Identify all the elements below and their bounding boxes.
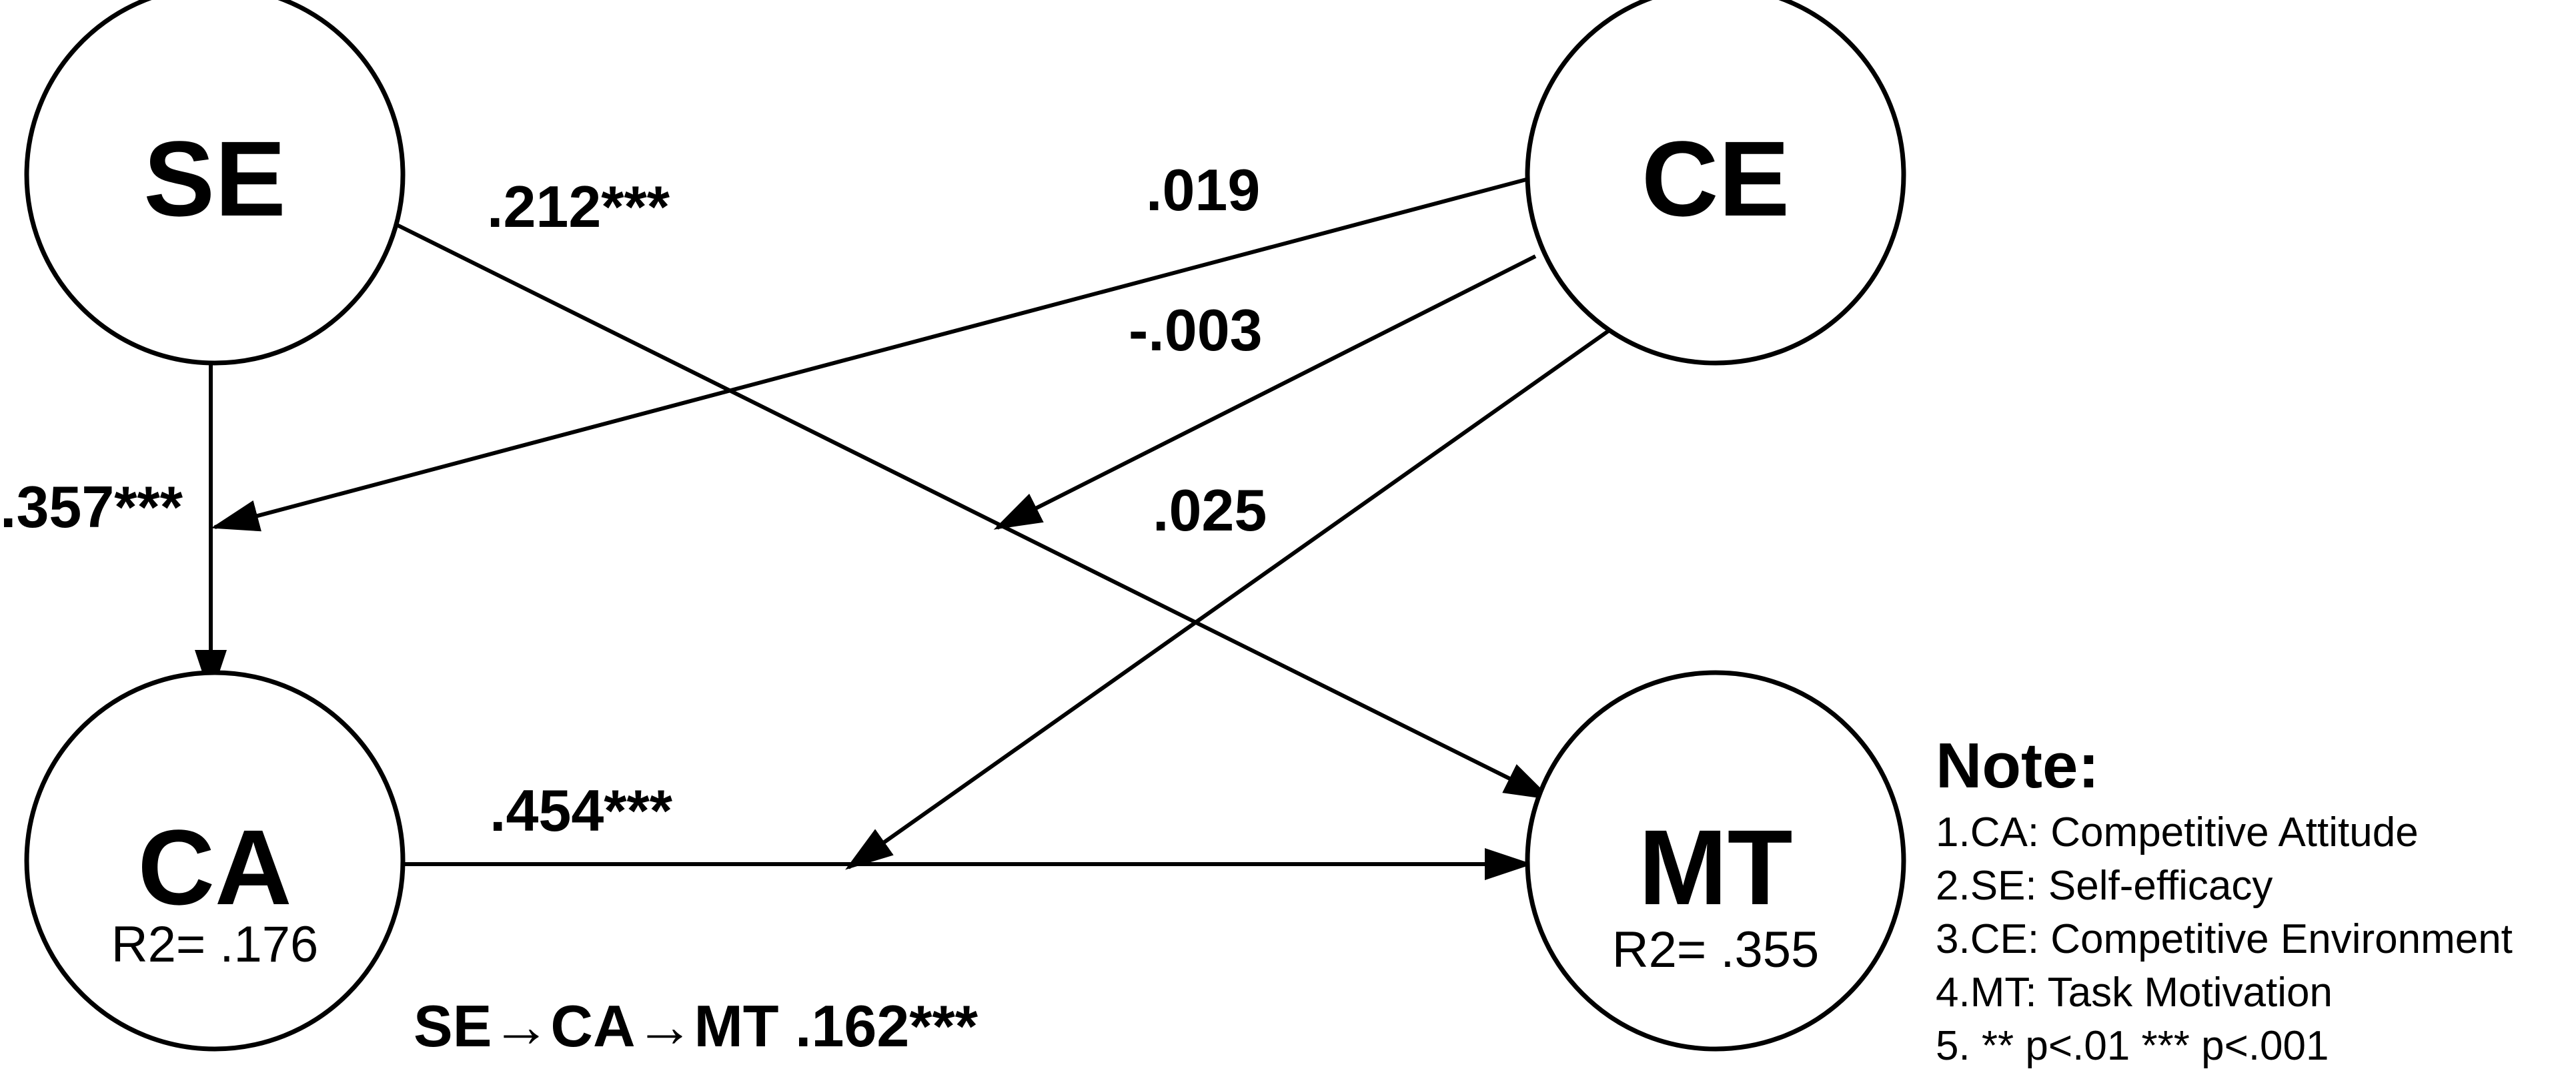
- note-item: 4.MT: Task Motivation: [1936, 970, 2333, 1016]
- arrow-ce-to-ca-mt-path: [845, 326, 1614, 870]
- note-item: 3.CE: Competitive Environment: [1936, 916, 2513, 962]
- note-item: 2.SE: Self-efficacy: [1936, 863, 2273, 909]
- node-ce-circle: [1525, 0, 1906, 366]
- node-ca-r2: R2= .176: [111, 916, 319, 973]
- coef-se-mt: .212***: [487, 173, 670, 240]
- note-box: Note: 1.CA: Competitive Attitude 2.SE: S…: [1936, 730, 2513, 1069]
- node-se-label: SE: [143, 119, 285, 238]
- node-mt-circle: [1525, 670, 1906, 1052]
- node-mt-label: MT: [1638, 807, 1792, 927]
- arrow-ce-to-se-mt-path: [993, 254, 1537, 530]
- mediation-effect: SE→CA→MT .162***: [414, 993, 979, 1059]
- note-item: 1.CA: Competitive Attitude: [1936, 809, 2419, 855]
- node-ce: CE: [1525, 0, 1906, 366]
- coef-ce-se-mt-path: -.003: [1129, 297, 1263, 363]
- arrow-ce-to-ca: [211, 177, 1529, 532]
- coef-ce-ca-mt-path: .025: [1153, 477, 1267, 543]
- node-se-circle: [24, 0, 406, 366]
- note-title: Note:: [1936, 730, 2099, 801]
- coef-ca-mt: .454***: [490, 777, 673, 843]
- arrow-se-to-mt: [396, 223, 1553, 800]
- note-item: 5. ** p<.01 *** p<.001: [1936, 1023, 2329, 1069]
- coef-se-ca: .357***: [0, 474, 183, 540]
- coef-ce-ca: .019: [1146, 157, 1260, 223]
- node-ca: CA R2= .176: [24, 670, 406, 1052]
- node-mt-r2: R2= .355: [1612, 922, 1820, 978]
- node-ce-label: CE: [1642, 119, 1790, 238]
- node-se: SE: [24, 0, 406, 366]
- node-ca-label: CA: [137, 807, 291, 927]
- node-mt: MT R2= .355: [1525, 670, 1906, 1052]
- node-ca-circle: [24, 670, 406, 1052]
